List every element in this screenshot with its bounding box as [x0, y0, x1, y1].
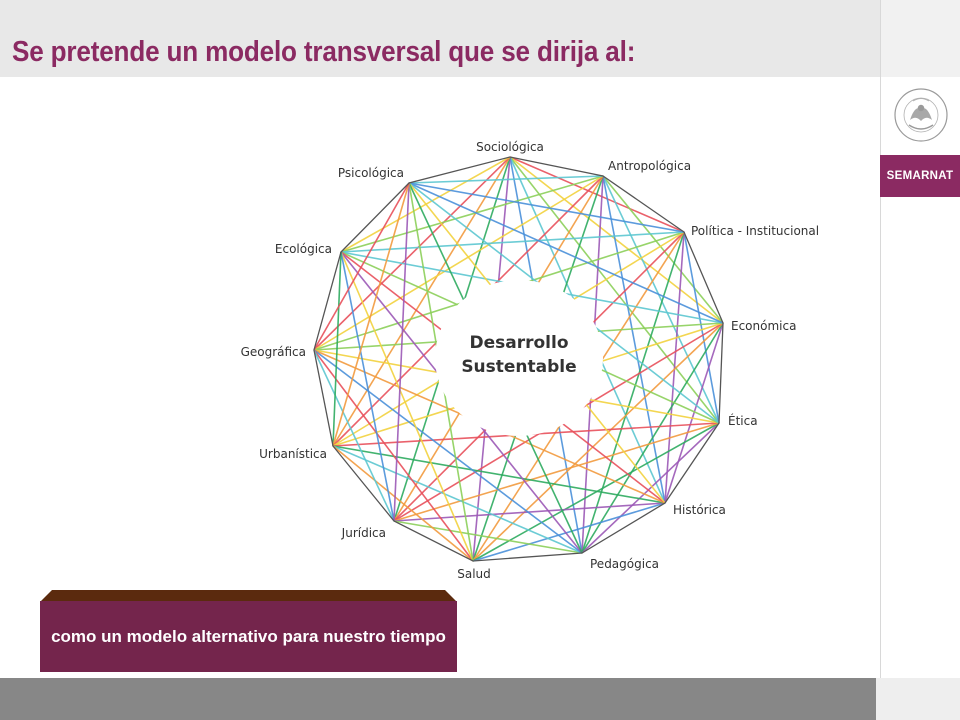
center-label-line-2: Sustentable — [461, 357, 576, 377]
connection-line — [332, 182, 410, 447]
node-label: Sociológica — [476, 140, 544, 154]
connection-line — [408, 182, 724, 324]
connection-line — [509, 156, 724, 324]
node-label: Urbanística — [259, 447, 327, 461]
node-label: Psicológica — [338, 166, 404, 180]
callout-body: como un modelo alternativo para nuestro … — [40, 601, 457, 672]
connection-line — [313, 349, 474, 562]
connection-line — [664, 322, 724, 504]
connection-line — [472, 322, 724, 562]
connection-line — [332, 445, 474, 562]
footer-band-right — [876, 678, 960, 720]
connection-line — [683, 231, 720, 424]
callout-box: como un modelo alternativo para nuestro … — [40, 590, 457, 672]
node-label: Económica — [731, 319, 796, 333]
connection-line — [340, 251, 474, 562]
connection-line — [332, 445, 583, 554]
connection-line — [340, 251, 395, 522]
node-label: Histórica — [673, 503, 726, 517]
node-label: Jurídica — [341, 526, 386, 540]
brand-name: SEMARNAT — [886, 170, 954, 182]
connection-line — [581, 422, 720, 554]
connection-lines — [313, 156, 724, 562]
connection-line — [313, 349, 583, 554]
callout-text: como un modelo alternativo para nuestro … — [51, 626, 446, 646]
connection-line — [602, 175, 666, 504]
connection-line — [340, 231, 685, 253]
brand-badge: SEMARNAT — [880, 155, 960, 197]
connection-line — [393, 182, 410, 522]
center-blob — [435, 280, 603, 436]
connection-line — [313, 175, 604, 351]
connection-line — [340, 175, 604, 253]
connection-line — [313, 182, 410, 351]
connection-line — [408, 182, 685, 233]
node-label: Antropológica — [608, 159, 691, 173]
connection-line — [332, 445, 666, 504]
callout-bevel — [40, 590, 457, 602]
node-label: Ecológica — [275, 242, 332, 256]
connection-line — [332, 251, 342, 447]
connection-line — [313, 156, 511, 351]
connection-line — [581, 322, 724, 554]
connection-line — [602, 175, 724, 324]
connection-line — [332, 156, 511, 447]
connection-line — [393, 520, 583, 554]
center-label-line-1: Desarrollo — [469, 333, 568, 353]
title-band — [0, 0, 880, 77]
connection-line — [509, 156, 720, 424]
slide-title: Se pretende un modelo transversal que se… — [12, 36, 636, 68]
connection-line — [602, 175, 720, 424]
connection-line — [472, 422, 720, 562]
diagram-outline — [313, 156, 724, 562]
national-seal-icon — [894, 88, 948, 142]
node-label: Política - Institucional — [691, 224, 819, 238]
connection-line — [472, 502, 666, 562]
node-label: Salud — [457, 567, 491, 581]
connection-line — [581, 231, 685, 554]
node-label: Geográfica — [241, 345, 306, 359]
connection-line — [313, 349, 395, 522]
node-label: Pedagógica — [590, 557, 659, 571]
footer-band — [0, 678, 876, 720]
node-label: Ética — [728, 413, 758, 428]
connection-line — [664, 231, 685, 504]
brand-strip-top — [881, 0, 960, 77]
transversal-model-diagram: Desarrollo Sustentable SociológicaAntrop… — [241, 140, 820, 581]
connection-line — [393, 502, 666, 522]
connection-line — [408, 175, 604, 184]
